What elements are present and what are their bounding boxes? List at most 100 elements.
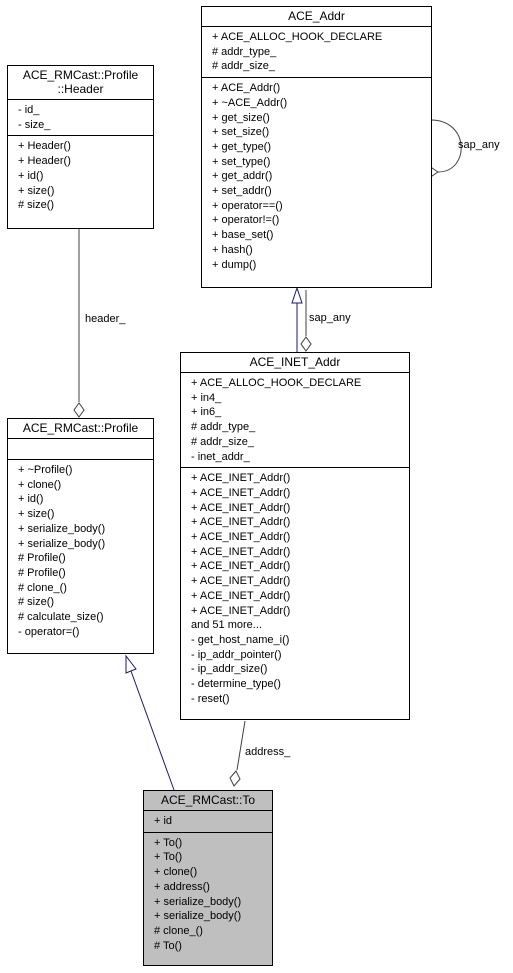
attributes-section: + ACE_ALLOC_HOOK_DECLARE + in4_ + in6_ #… xyxy=(181,373,409,469)
method: # To() xyxy=(154,939,182,952)
attributes-section: + id xyxy=(144,811,272,833)
methods-section: + ~Profile() + clone() + id() + size() +… xyxy=(8,460,153,642)
method: - ip_addr_pointer() xyxy=(191,648,282,661)
method: + Header() xyxy=(18,155,71,168)
class-box-profile[interactable]: ACE_RMCast::Profile + ~Profile() + clone… xyxy=(7,418,154,654)
attribute: # addr_type_ xyxy=(191,421,256,434)
class-box-ace-inet-addr[interactable]: ACE_INET_Addr + ACE_ALLOC_HOOK_DECLARE +… xyxy=(180,352,410,720)
class-box-ace-addr[interactable]: ACE_Addr + ACE_ALLOC_HOOK_DECLARE # addr… xyxy=(201,6,432,288)
method: + ACE_INET_Addr() xyxy=(191,560,291,573)
method: - determine_type() xyxy=(191,678,281,691)
more-methods-note: and 51 more... xyxy=(191,619,262,632)
class-title-line: ACE_RMCast::Profile xyxy=(22,68,139,82)
method: - get_host_name_i() xyxy=(191,633,290,646)
method: + ACE_INET_Addr() xyxy=(191,501,291,514)
addr-self-association-line xyxy=(430,119,462,173)
to-inherits-profile-arrowhead xyxy=(125,654,137,674)
method: + ACE_Addr() xyxy=(212,82,281,95)
class-title-line: ACE_RMCast::Profile xyxy=(22,421,139,435)
methods-section: + ACE_INET_Addr() + ACE_INET_Addr() + AC… xyxy=(181,468,409,709)
method: + operator!=() xyxy=(212,214,280,227)
attribute: + ACE_ALLOC_HOOK_DECLARE xyxy=(212,31,383,43)
method: # size() xyxy=(18,596,55,609)
method: + ACE_INET_Addr() xyxy=(191,486,291,499)
attribute: # addr_size_ xyxy=(191,435,254,448)
attribute: - id_ xyxy=(18,104,40,116)
method: + ACE_INET_Addr() xyxy=(191,472,291,485)
methods-section: + ACE_Addr() + ~ACE_Addr() + get_size() … xyxy=(202,78,431,275)
method: + To() xyxy=(154,851,183,864)
method: + address() xyxy=(154,880,210,893)
address-association-line xyxy=(236,720,246,771)
attributes-section: + ACE_ALLOC_HOOK_DECLARE # addr_type_ # … xyxy=(202,27,431,79)
header-edge-label: header_ xyxy=(85,313,126,325)
class-title-line: ACE_RMCast::To xyxy=(160,793,256,807)
method: # size() xyxy=(18,199,55,212)
method: + base_set() xyxy=(212,229,274,242)
class-title: ACE_Addr xyxy=(202,7,431,27)
method: + Header() xyxy=(18,140,71,153)
class-title: ACE_RMCast::To xyxy=(144,791,272,811)
class-title: ACE_INET_Addr xyxy=(181,353,409,373)
attribute: + ACE_ALLOC_HOOK_DECLARE xyxy=(191,377,362,389)
methods-section: + Header() + Header() + id() + size() # … xyxy=(8,136,153,216)
method: + size() xyxy=(18,184,55,197)
method: + set_type() xyxy=(212,155,271,168)
sap-any-self-edge-label: sap_any xyxy=(458,139,500,151)
method: + ~Profile() xyxy=(18,464,73,476)
class-title-line: ACE_Addr xyxy=(288,9,345,23)
method: + set_size() xyxy=(212,126,270,139)
class-box-to[interactable]: ACE_RMCast::To + id + To() + To() + clon… xyxy=(143,790,273,966)
attribute: + in6_ xyxy=(191,406,222,419)
method: # calculate_size() xyxy=(18,611,104,624)
attribute: + in4_ xyxy=(191,391,222,404)
method: + ACE_INET_Addr() xyxy=(191,531,291,544)
method: # clone_() xyxy=(154,924,203,937)
method: + To() xyxy=(154,836,183,849)
method: + operator==() xyxy=(212,199,283,212)
inet-inherits-addr-arrowhead xyxy=(291,286,303,304)
attribute: - size_ xyxy=(18,118,51,131)
method: + clone() xyxy=(18,478,62,491)
method: + serialize_body() xyxy=(18,537,106,550)
method: + serialize_body() xyxy=(18,522,106,535)
method: + dump() xyxy=(212,258,257,271)
method: + id() xyxy=(18,169,44,182)
address-edge-label: address_ xyxy=(245,746,291,758)
method: + get_addr() xyxy=(212,170,273,183)
sap-any-inherit-edge-label: sap_any xyxy=(309,312,351,324)
attribute: - inet_addr_ xyxy=(191,450,250,463)
method: + serialize_body() xyxy=(154,910,242,923)
method: + ACE_INET_Addr() xyxy=(191,545,291,558)
class-box-profile-header[interactable]: ACE_RMCast::Profile ::Header - id_ - siz… xyxy=(7,65,154,229)
method: + size() xyxy=(18,508,55,521)
address-association-diamond xyxy=(229,770,241,787)
class-title: ACE_RMCast::Profile ::Header xyxy=(8,66,153,100)
method: # Profile() xyxy=(18,566,66,579)
header-association-diamond xyxy=(73,402,85,418)
attribute: + id xyxy=(154,815,173,827)
attribute: # addr_size_ xyxy=(212,60,275,73)
attribute: # addr_type_ xyxy=(212,45,277,58)
method: + clone() xyxy=(154,866,198,879)
method: + ACE_INET_Addr() xyxy=(191,604,291,617)
methods-section: + To() + To() + clone() + address() + se… xyxy=(144,833,272,957)
method: + serialize_body() xyxy=(154,895,242,908)
method: - reset() xyxy=(191,692,230,705)
method: + ACE_INET_Addr() xyxy=(191,516,291,529)
method: # Profile() xyxy=(18,552,66,565)
attributes-section: - id_ - size_ xyxy=(8,100,153,137)
method: + hash() xyxy=(212,243,253,256)
to-inherits-profile-line xyxy=(130,670,175,791)
inet-sap-any-diamond xyxy=(300,336,312,352)
method: + ~ACE_Addr() xyxy=(212,96,288,109)
class-title: ACE_RMCast::Profile xyxy=(8,419,153,439)
method: + ACE_INET_Addr() xyxy=(191,589,291,602)
method: + get_type() xyxy=(212,140,272,153)
method: # clone_() xyxy=(18,581,67,594)
method: + set_addr() xyxy=(212,185,272,198)
method: - ip_addr_size() xyxy=(191,663,268,676)
method: - operator=() xyxy=(18,625,80,638)
method: + ACE_INET_Addr() xyxy=(191,575,291,588)
method: + get_size() xyxy=(212,111,270,124)
